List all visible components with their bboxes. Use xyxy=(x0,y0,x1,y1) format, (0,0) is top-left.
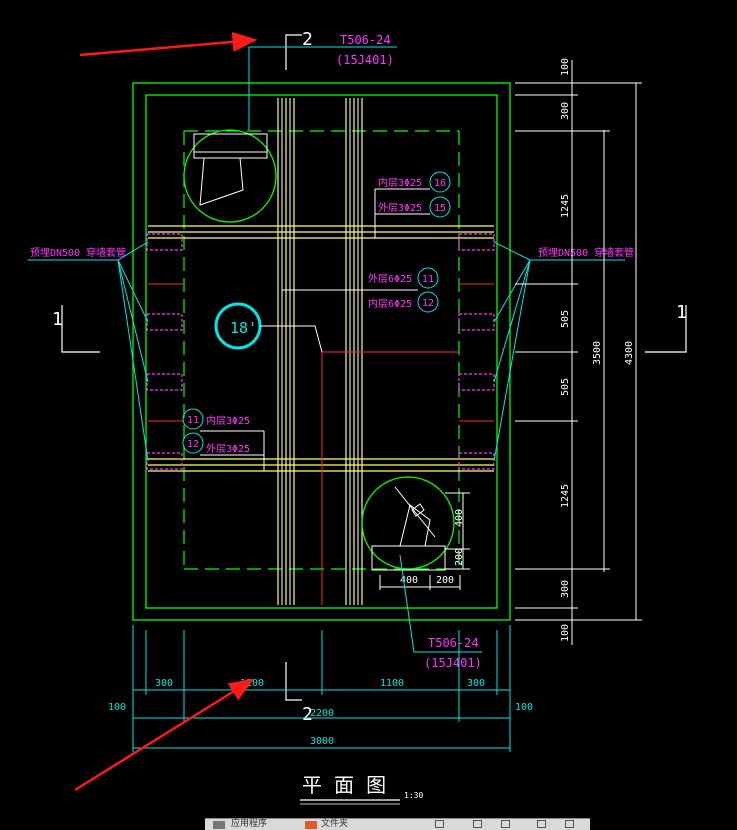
minimize-icon[interactable] xyxy=(537,820,546,828)
rebar-callout-12a: 内层6Φ25 12 xyxy=(368,291,439,313)
svg-text:12: 12 xyxy=(422,298,434,309)
svg-text:1100: 1100 xyxy=(380,678,404,689)
manhole-top xyxy=(183,129,277,223)
svg-text:内层3Φ25: 内层3Φ25 xyxy=(378,176,422,189)
section-marker-bottom xyxy=(285,662,302,701)
dims-bottom-text: 300 1100 1100 300 100 100 2200 3000 xyxy=(108,678,533,747)
std-top-atlas: (15J401) xyxy=(336,53,394,67)
outer-wall xyxy=(132,82,511,621)
svg-text:外层3Φ25: 外层3Φ25 xyxy=(378,202,422,214)
folder-icon[interactable] xyxy=(305,821,317,829)
opening-dims xyxy=(379,492,470,590)
taskbar: 应用程序 文件夹 xyxy=(205,818,590,830)
svg-text:2200: 2200 xyxy=(310,708,334,719)
rebar-callout-11b: 11 内层3Φ25 xyxy=(182,408,265,471)
taskbar-item-2[interactable]: 文件夹 xyxy=(321,819,349,829)
undo-icon[interactable] xyxy=(473,820,482,828)
pipe-left-label: 预埋DN500 穿墙套管 xyxy=(30,246,126,259)
drawing-title: 平 面 图 xyxy=(302,773,386,797)
dims-right-lines xyxy=(515,60,642,645)
std-bottom-code: T506-24 xyxy=(428,636,479,650)
svg-text:1245: 1245 xyxy=(560,194,571,218)
svg-text:16: 16 xyxy=(434,178,446,189)
center-mark-text: 18' xyxy=(230,319,257,337)
section-bottom-label: 2 xyxy=(302,704,313,725)
taskbar-item-1[interactable]: 应用程序 xyxy=(231,819,268,829)
svg-text:100: 100 xyxy=(108,702,126,713)
svg-text:300: 300 xyxy=(467,678,485,689)
svg-text:100: 100 xyxy=(515,702,533,713)
section-marker-left xyxy=(61,305,100,353)
svg-text:300: 300 xyxy=(560,580,571,598)
pipe-right-leaders xyxy=(493,241,625,462)
svg-text:3500: 3500 xyxy=(592,341,603,365)
svg-text:1100: 1100 xyxy=(240,678,264,689)
svg-text:505: 505 xyxy=(560,310,571,328)
opening-h2-text: 200 xyxy=(454,548,465,566)
annotation-arrow-top xyxy=(79,31,258,57)
svg-text:100: 100 xyxy=(560,58,571,76)
rebar-callout-12b: 12 外层3Φ25 xyxy=(182,432,264,456)
annotation-arrow-bottom xyxy=(74,678,255,792)
red-lines xyxy=(148,283,494,605)
svg-text:内层6Φ25: 内层6Φ25 xyxy=(368,297,412,310)
window-button-1[interactable] xyxy=(435,820,444,828)
svg-text:11: 11 xyxy=(187,415,199,426)
svg-text:1245: 1245 xyxy=(560,484,571,508)
svg-text:300: 300 xyxy=(560,102,571,120)
svg-text:12: 12 xyxy=(187,439,199,450)
center-mark-leader xyxy=(260,325,323,353)
rebar-callout-11a: 外层6Φ25 11 xyxy=(282,267,439,291)
svg-text:100: 100 xyxy=(560,624,571,642)
share-icon[interactable] xyxy=(501,820,510,828)
app-grid-icon[interactable] xyxy=(213,821,225,829)
section-marker-top xyxy=(285,34,302,70)
std-top-code: T506-24 xyxy=(340,33,391,47)
dims-right-text: 100 300 1245 505 505 1245 300 100 3500 4… xyxy=(560,58,635,642)
svg-text:外层3Φ25: 外层3Φ25 xyxy=(206,443,250,455)
dims-bottom-lines xyxy=(132,625,511,752)
section-marker-right xyxy=(645,305,687,353)
section-top-label: 2 xyxy=(302,29,313,50)
inner-wall xyxy=(145,94,498,609)
opening-h1-text: 400 xyxy=(454,509,465,527)
manhole-bottom xyxy=(361,476,455,571)
section-left-label: 1 xyxy=(52,309,63,330)
pipe-left-leaders xyxy=(28,241,149,462)
close-icon[interactable] xyxy=(565,820,574,828)
pipe-right-label: 预埋DN500 穿墙套管 xyxy=(538,246,634,259)
svg-text:11: 11 xyxy=(422,274,434,285)
std-bottom-atlas: (15J401) xyxy=(424,656,482,670)
svg-text:15: 15 xyxy=(434,203,446,214)
opening-w2-text: 200 xyxy=(436,575,454,586)
svg-text:505: 505 xyxy=(560,378,571,396)
svg-text:内层3Φ25: 内层3Φ25 xyxy=(206,414,250,427)
svg-text:300: 300 xyxy=(155,678,173,689)
svg-text:3000: 3000 xyxy=(310,736,334,747)
section-right-label: 1 xyxy=(676,302,687,323)
opening-w1-text: 400 xyxy=(400,575,418,586)
svg-text:4300: 4300 xyxy=(624,341,635,365)
svg-text:外层6Φ25: 外层6Φ25 xyxy=(368,273,412,285)
drawing-scale: 1:30 xyxy=(404,791,423,800)
rebar-callout-15: 外层3Φ25 15 xyxy=(375,196,451,218)
